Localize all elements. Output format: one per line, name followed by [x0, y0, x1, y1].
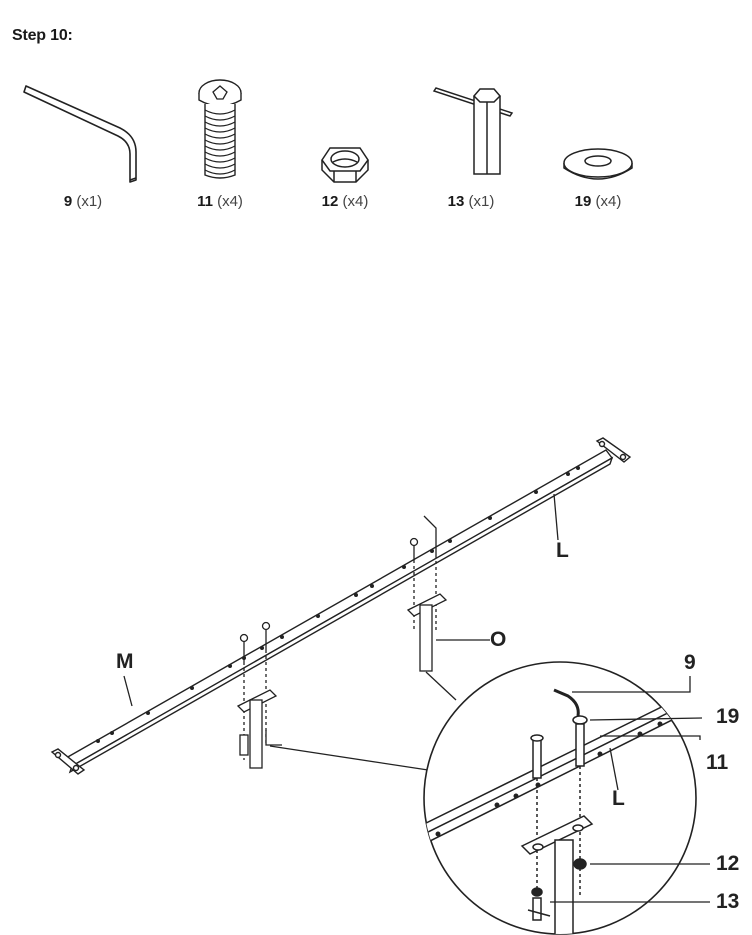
part-label-13: 13 (x1) [447, 193, 495, 210]
detail-leader-lines [269, 671, 457, 771]
callout-lines [123, 493, 710, 903]
part-label-19: 19 (x4) [574, 193, 622, 210]
hex-nut-icon [321, 147, 369, 183]
part-label-12: 12 (x4) [321, 193, 369, 210]
washer-icon [563, 148, 633, 180]
part-label-11: 11 (x4) [197, 193, 243, 210]
part-label-9: 9 (x1) [63, 193, 103, 210]
callout-M: M [116, 650, 134, 673]
step-title: Step 10: [12, 27, 73, 44]
callout-detail-19: 19 [716, 705, 740, 728]
callout-L: L [556, 539, 569, 562]
callout-detail-9: 9 [684, 651, 696, 674]
bolt-icon [198, 79, 242, 179]
callout-detail-L: L [612, 787, 625, 810]
left-leg-bracket [236, 621, 282, 769]
callout-detail-13: 13 [716, 890, 740, 913]
callout-O: O [490, 628, 507, 651]
callout-detail-12: 12 [716, 852, 740, 875]
socket-wrench-icon [432, 87, 514, 175]
allen-key-icon [23, 85, 137, 183]
callout-detail-11: 11 [706, 751, 729, 774]
center-leg-O [406, 515, 490, 672]
rail-beam [50, 437, 632, 775]
